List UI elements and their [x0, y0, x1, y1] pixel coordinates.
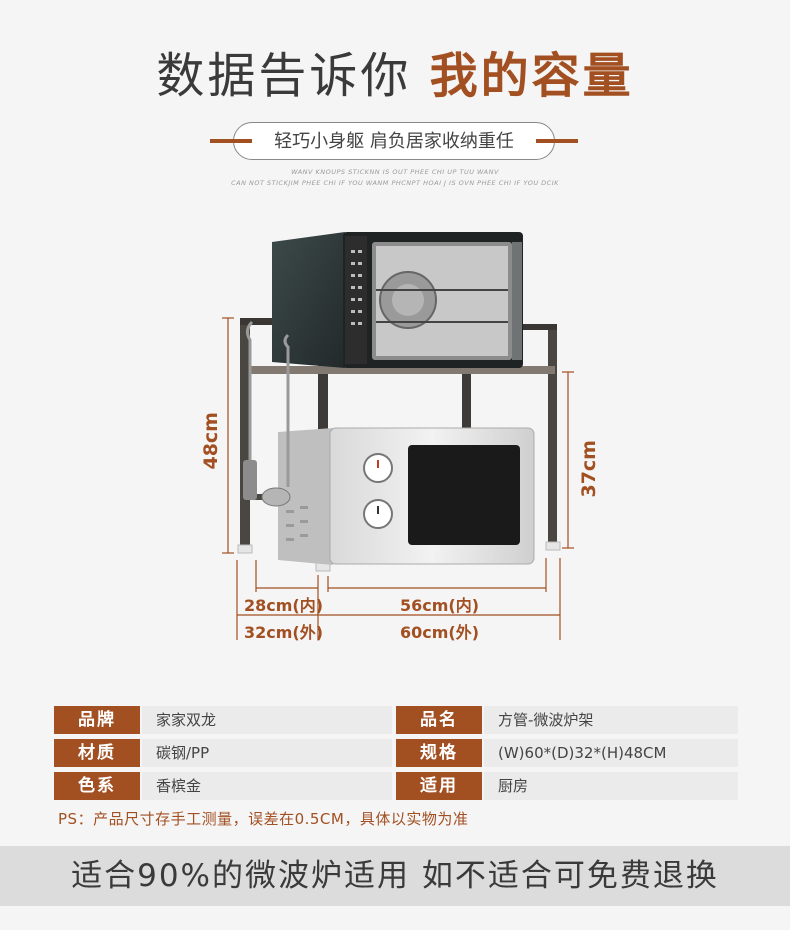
tagline-text: 轻巧小身躯 肩负居家收纳重任 [274, 131, 514, 152]
spec-label-material: 材质 [54, 739, 140, 767]
bottom-banner: 适合90%的微波炉适用 如不适合可免费退换 [0, 846, 790, 906]
spec-label-color: 色系 [54, 772, 140, 800]
small-english-line-2: CAN NOT STICKJIM PHEE CHI IF YOU WANM PH… [231, 179, 559, 187]
spec-value-size: (W)60*(D)32*(H)48CM [484, 739, 738, 767]
height-outer-label: 48cm [200, 412, 222, 470]
spec-value-usage: 厨房 [484, 772, 738, 800]
measurement-note: PS：产品尺寸存手工测量，误差在0.5CM，具体以实物为准 [58, 810, 469, 828]
width-outer-label: 60cm(外) [400, 623, 480, 642]
spec-row-2: 材质 碳钢/PP 规格 (W)60*(D)32*(H)48CM [54, 739, 738, 767]
pill-left-accent [210, 139, 252, 143]
title-part1: 数据告诉你 [156, 48, 412, 104]
height-inner-label: 37cm [578, 440, 600, 498]
spec-value-name: 方管-微波炉架 [484, 706, 738, 734]
dimension-lines [222, 317, 574, 640]
page-title: 数据告诉你 我的容量 [0, 52, 790, 100]
spec-value-brand: 家家双龙 [142, 706, 392, 734]
spec-label-brand: 品牌 [54, 706, 140, 734]
spec-label-size: 规格 [396, 739, 482, 767]
depth-outer-label: 32cm(外) [244, 623, 324, 642]
small-english-line-1: WANV KNOUPS STICKNN IS OUT PHEE CHI UP T… [291, 168, 499, 176]
hanging-utensils [243, 320, 291, 507]
oven-illustration [272, 232, 523, 368]
width-inner-label: 56cm(内) [400, 596, 480, 615]
product-diagram [222, 232, 574, 640]
spec-value-color: 香槟金 [142, 772, 392, 800]
spec-label-usage: 适用 [396, 772, 482, 800]
title-part2: 我的容量 [429, 48, 634, 104]
spec-label-name: 品名 [396, 706, 482, 734]
spec-row-3: 色系 香槟金 适用 厨房 [54, 772, 738, 800]
pill-right-accent [536, 139, 578, 143]
spec-row-1: 品牌 家家双龙 品名 方管-微波炉架 [54, 706, 738, 734]
tagline-pill: 轻巧小身躯 肩负居家收纳重任 [210, 122, 578, 160]
spec-value-material: 碳钢/PP [142, 739, 392, 767]
microwave-illustration [278, 427, 535, 565]
depth-inner-label: 28cm(内) [244, 596, 324, 615]
